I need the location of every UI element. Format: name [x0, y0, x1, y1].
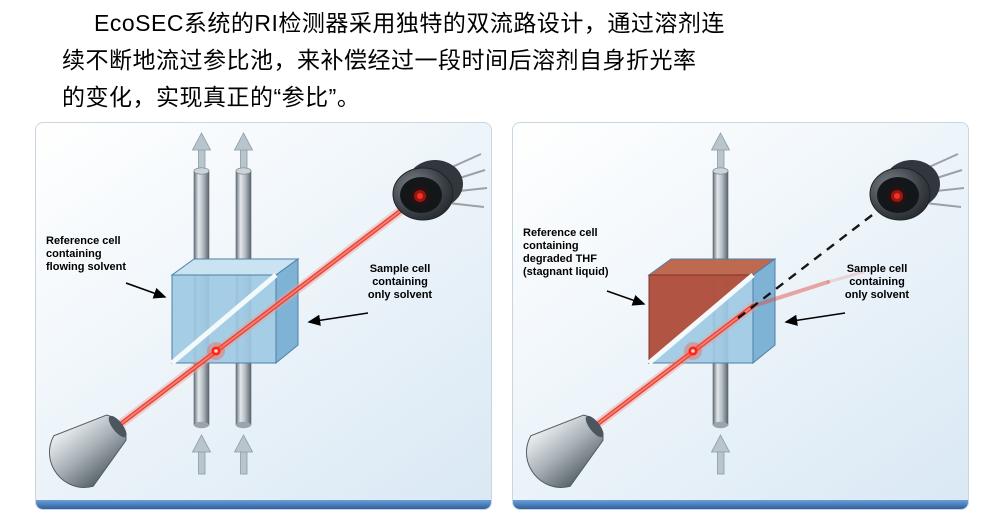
panel-normal-operation: Reference cell containing flowing solven…	[35, 122, 492, 510]
intro-line-2: 续不断地流过参比池，来补偿经过一段时间后溶剂自身折光率	[62, 47, 697, 73]
light-source	[48, 414, 127, 488]
label-arrows	[606, 290, 846, 326]
intro-line-3: 的变化，实现真正的“参比”。	[62, 84, 361, 110]
flow-cell	[647, 258, 777, 365]
reference-cell-label: Reference cell containing degraded THF (…	[523, 227, 609, 278]
light-beam	[594, 301, 758, 428]
light-beam	[117, 191, 425, 428]
label-arrows	[125, 282, 369, 326]
panel-degraded-reference: Reference cell containing degraded THF (…	[512, 122, 969, 510]
detector	[869, 153, 965, 221]
flow-cell-diagram-degraded	[525, 132, 965, 488]
flow-arrows	[710, 132, 731, 475]
panel-footer-bar	[513, 500, 968, 509]
intro-text: EcoSEC系统的RI检测器采用独特的双流路设计，通过溶剂连 续不断地流过参比池…	[62, 5, 942, 116]
sample-cell-label: Sample cell containing only solvent	[367, 263, 433, 301]
intro-line-1: EcoSEC系统的RI检测器采用独特的双流路设计，通过溶剂连	[94, 10, 725, 36]
deflected-beam	[751, 270, 865, 308]
sample-cell-label: Sample cell containing only solvent	[844, 263, 910, 301]
beam-glow-dot	[207, 342, 225, 360]
original-path-dashed	[737, 195, 898, 319]
detector	[392, 153, 488, 221]
reference-cell-label: Reference cell containing flowing solven…	[46, 235, 127, 273]
beam-glow-dot	[684, 342, 702, 360]
light-source	[525, 414, 604, 488]
panel-footer-bar	[36, 500, 491, 509]
flow-cell-diagram-normal	[48, 132, 488, 488]
flow-cell	[170, 258, 300, 365]
diagram-panels: Reference cell containing flowing solven…	[35, 122, 969, 510]
